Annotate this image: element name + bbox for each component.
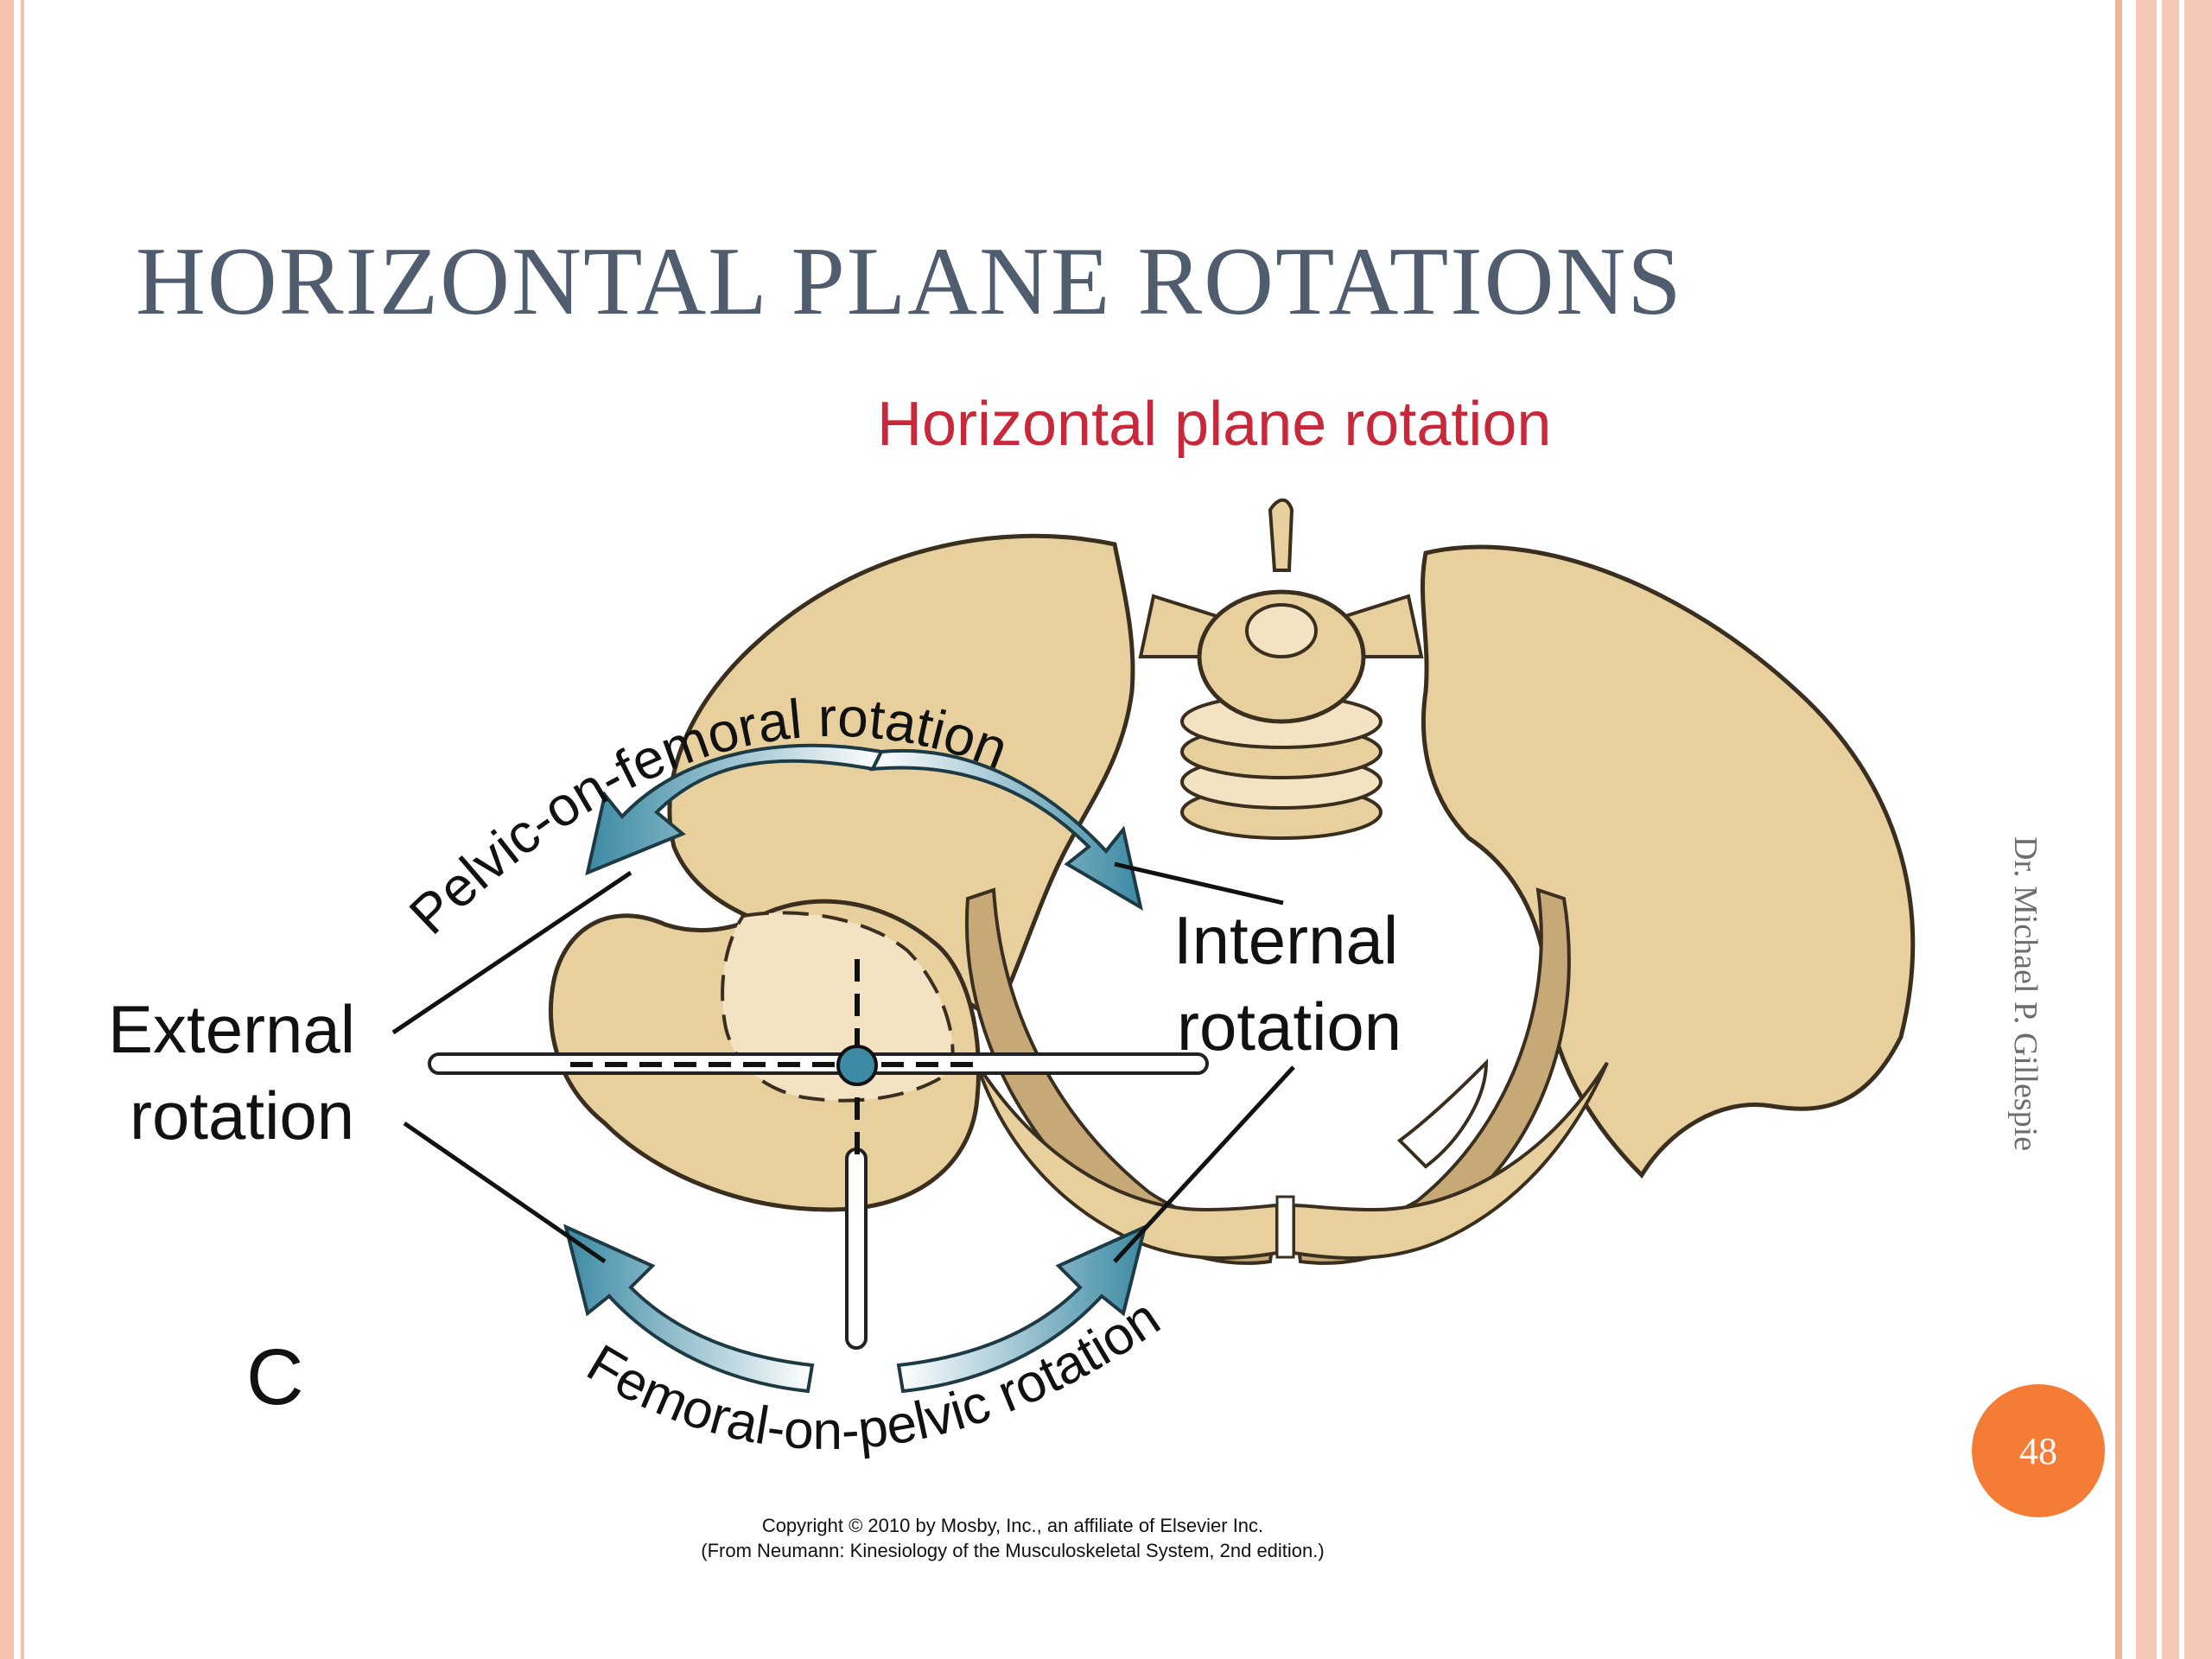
slide-border-left-line <box>21 0 24 1659</box>
pubic-symphysis <box>1275 1195 1295 1259</box>
pelvic-rotation-arrow-left <box>585 743 884 876</box>
leader-line <box>1114 861 1284 906</box>
panel-letter: C <box>246 1333 303 1421</box>
slide-border-left <box>0 0 14 1659</box>
leader-line <box>403 1121 607 1264</box>
leader-line <box>1113 1065 1295 1263</box>
right-iliac-wing <box>1421 544 1916 1179</box>
rotation-axis-point <box>836 1045 878 1086</box>
page-number-badge: 48 <box>1972 1384 2105 1517</box>
slide-border-right-stripe <box>2179 0 2184 1659</box>
figure-credit: Copyright © 2010 by Mosby, Inc., an affi… <box>762 1515 1263 1536</box>
vertebral-canal <box>1245 603 1318 658</box>
obturator-foramen <box>1396 1058 1489 1169</box>
figure-heading: Horizontal plane rotation <box>877 390 1551 459</box>
page-number: 48 <box>2019 1429 2057 1472</box>
slide-border-right <box>2115 0 2122 1659</box>
pubic-ramus-right <box>1292 1061 1609 1260</box>
leader-line <box>391 870 632 1035</box>
spinous-process <box>1268 498 1294 572</box>
internal-rotation-label: rotation <box>1177 988 1402 1065</box>
slide-border-right-stripe <box>2157 0 2162 1659</box>
external-rotation-label: rotation <box>130 1077 354 1154</box>
pelvic-ring-shadow <box>965 887 1277 1265</box>
pelvic-rotation-arrow-right <box>869 748 1143 912</box>
femoral-rotation-arrow-right <box>896 1224 1147 1394</box>
femoral-rotation-arrow-left <box>563 1224 815 1394</box>
slide-border-right-band <box>2136 0 2212 1659</box>
author-credit: Dr. Michael P. Gillespie <box>2007 836 2044 1152</box>
figure-credit: (From Neumann: Kinesiology of the Muscul… <box>701 1540 1324 1561</box>
pelvic-ring-shadow <box>1294 887 1571 1265</box>
external-rotation-label: External <box>108 991 355 1067</box>
slide-title: HORIZONTAL PLANE ROTATIONS <box>136 228 1683 335</box>
vertical-axis-bar <box>845 1147 868 1350</box>
internal-rotation-label: Internal <box>1173 902 1398 978</box>
